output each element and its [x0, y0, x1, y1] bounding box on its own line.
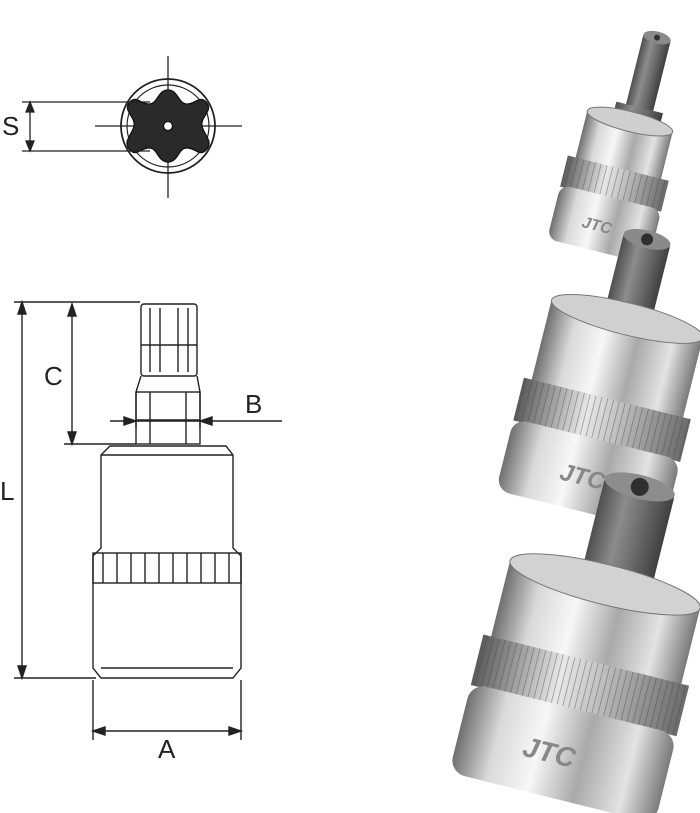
dimension-label-a: A [158, 734, 176, 764]
knurl-lines [102, 553, 230, 583]
bit-socket-medium: JTC [498, 228, 700, 529]
socket-inner-circle [126, 84, 210, 168]
socket-body-outline [92, 445, 242, 679]
dimension-label-b: B [245, 389, 262, 419]
dimension-label-c: C [44, 361, 63, 391]
side-view-drawing [14, 299, 282, 740]
brand-mark-small: JTC [580, 214, 614, 238]
knurl-band-outline [92, 552, 242, 584]
torx-center-hole [162, 120, 174, 132]
bit-tip-outline [140, 303, 198, 377]
dimension-label-l: L [0, 476, 14, 506]
bit-socket-large: JTC [452, 472, 700, 813]
bit-collar-outline [135, 391, 201, 445]
dimension-label-s: S [2, 111, 19, 141]
bit-socket-small: JTC [549, 30, 674, 263]
top-view-drawing [22, 56, 242, 198]
socket-outer-circle [120, 78, 216, 174]
